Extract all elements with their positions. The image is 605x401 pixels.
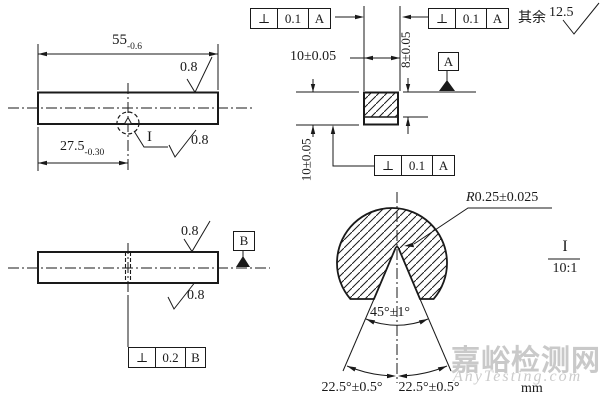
full-angle-dimension: 45°±1°: [370, 305, 410, 320]
fcf-symbol: ⊥: [435, 10, 449, 26]
radius-dimension: R0.25±0.025: [466, 190, 539, 206]
notch-mark: [123, 116, 133, 125]
unit-label: mm: [521, 381, 543, 396]
detail-view-geometry: [336, 192, 580, 383]
notch-position-dimension: 27.5-0.30: [60, 139, 105, 158]
general-note-prefix: 其余: [518, 10, 546, 26]
detail-title: I: [562, 238, 568, 255]
roughness-value: 0.8: [180, 60, 198, 75]
radius-value: 0.25±0.025: [474, 190, 539, 205]
roughness-value: 0.8: [181, 224, 199, 239]
fcf-tolerance: 0.1: [277, 9, 308, 28]
roughness-symbol: [168, 129, 197, 158]
fcf-tolerance: 0.1: [401, 156, 432, 175]
fcf-tolerance: 0.2: [155, 348, 185, 367]
datum-b-label: B: [233, 231, 255, 251]
watermark-cn: 嘉峪检测网: [451, 343, 602, 377]
roughness-value: 0.8: [187, 288, 205, 303]
fcf-perpendicularity-bottom: ⊥ 0.1 A: [374, 155, 455, 176]
fcf-symbol: ⊥: [135, 349, 149, 365]
roughness-value: 0.8: [191, 133, 209, 148]
half-angle-right-dimension: 22.5°±0.5°: [398, 380, 460, 395]
width-dimension: 10±0.05: [290, 49, 337, 64]
detail-reference-label: I: [147, 129, 152, 145]
fcf-perpendicularity-top-left: ⊥ 0.1 A: [250, 8, 331, 29]
roughness-symbol: [562, 2, 600, 35]
fcf-datum: A: [308, 9, 330, 28]
fcf-symbol: ⊥: [257, 10, 271, 26]
section-view-geometry: [296, 2, 600, 167]
datum-a-triangle: [439, 80, 455, 91]
height-dimension: 10±0.05: [298, 138, 314, 182]
watermark-en: AnyTesting.com: [453, 368, 583, 385]
roughness-symbol: [183, 220, 211, 253]
datum-a-label: A: [438, 52, 459, 71]
radius-prefix: R: [466, 190, 475, 205]
fcf-perpendicularity-top-right: ⊥ 0.1 A: [428, 8, 509, 29]
datum-b-triangle: [236, 256, 250, 267]
radius-leader: [413, 207, 552, 245]
length-value: 55: [112, 32, 127, 48]
detail-circle: [116, 111, 140, 135]
length-dimension: 55-0.6: [112, 32, 143, 52]
ligament-dimension: 8±0.05: [398, 31, 414, 69]
side-view-geometry: [8, 220, 270, 347]
fcf-datum: B: [185, 348, 205, 367]
fcf-tolerance: 0.1: [455, 9, 486, 28]
fcf-datum: A: [432, 156, 454, 175]
roughness-symbol: [167, 283, 195, 310]
roughness-symbol: [186, 56, 213, 94]
notch-pos-value: 27.5: [60, 139, 85, 154]
section-square: [363, 91, 399, 126]
section-hatch: [364, 92, 398, 117]
general-roughness-value: 12.5: [549, 5, 574, 20]
fcf-datum: A: [486, 9, 508, 28]
fcf-symbol: ⊥: [381, 157, 395, 173]
detail-leader: [133, 130, 168, 148]
length-tolerance: -0.6: [127, 41, 143, 52]
fcf-perpendicularity-side: ⊥ 0.2 B: [128, 347, 206, 368]
detail-scale: 10:1: [552, 261, 578, 276]
front-view-geometry: [8, 44, 252, 172]
notch-pos-tolerance: -0.30: [84, 147, 105, 158]
half-angle-left-dimension: 22.5°±0.5°: [321, 380, 383, 395]
notch-detail-shape: [336, 207, 448, 300]
